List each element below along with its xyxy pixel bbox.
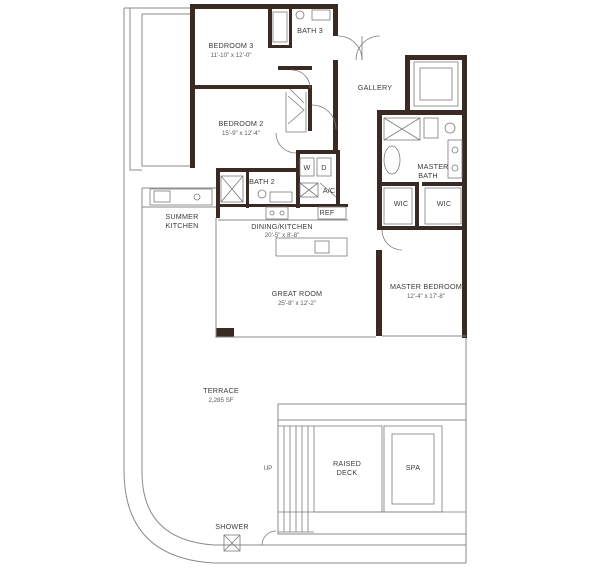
great-room-label: GREAT ROOM bbox=[272, 289, 322, 298]
master-bath-label-1: MASTER bbox=[417, 162, 448, 171]
master-bath-fixtures bbox=[383, 117, 463, 179]
bedroom3-label: BEDROOM 3 bbox=[209, 41, 254, 50]
master-bedroom-dims: 12'-4" x 17'-8" bbox=[407, 293, 445, 300]
terrace-label: TERRACE bbox=[203, 386, 239, 395]
walls bbox=[190, 4, 467, 338]
gallery-label: GALLERY bbox=[358, 83, 392, 92]
dining-kitchen-dims: 20'-5" x 8'-8" bbox=[265, 232, 300, 239]
stairs bbox=[278, 425, 314, 533]
raised-deck-area bbox=[277, 403, 467, 535]
terrace-area: 2,285 SF bbox=[208, 397, 233, 404]
dryer-label: D bbox=[321, 163, 326, 172]
spa-label: SPA bbox=[406, 463, 420, 472]
laundry-fixtures bbox=[299, 157, 337, 198]
bath2-label: BATH 2 bbox=[249, 177, 275, 186]
great-room-dims: 25'-8" x 12'-2" bbox=[278, 300, 316, 307]
bedroom2-closet bbox=[285, 92, 307, 133]
kitchen-appliances bbox=[265, 206, 347, 220]
wic-right-label: WIC bbox=[437, 199, 452, 208]
wic-shelves bbox=[383, 187, 462, 225]
shower-fixture bbox=[223, 534, 241, 552]
bedroom3-dims: 11'-10" x 12'-0" bbox=[210, 52, 251, 59]
bedroom2-label: BEDROOM 2 bbox=[219, 119, 264, 128]
gallery-box bbox=[413, 61, 459, 107]
master-bath-label-2: BATH bbox=[418, 171, 437, 180]
door-swings bbox=[261, 35, 403, 546]
ac-label: A/C bbox=[323, 186, 336, 195]
raised-deck-label-1: RAISED bbox=[333, 459, 361, 468]
terrace-outline bbox=[123, 7, 467, 564]
summer-kitchen-label-1: SUMMER bbox=[165, 212, 198, 221]
bath3-fixtures bbox=[272, 9, 331, 43]
interior-lines bbox=[215, 218, 466, 338]
raised-deck-label-2: DECK bbox=[337, 468, 358, 477]
washer-label: W bbox=[304, 163, 311, 172]
bath2-fixtures bbox=[220, 175, 293, 203]
wic-left-label: WIC bbox=[394, 199, 409, 208]
bedroom2-dims: 15'-9" x 12'-4" bbox=[222, 130, 260, 137]
summer-kitchen-counter bbox=[149, 188, 213, 206]
bath3-label: BATH 3 bbox=[297, 26, 323, 35]
up-label: UP bbox=[264, 465, 273, 472]
shower-label: SHOWER bbox=[215, 522, 249, 531]
dining-kitchen-label: DINING/KITCHEN bbox=[251, 222, 313, 231]
summer-kitchen-label-2: KITCHEN bbox=[166, 221, 199, 230]
master-bedroom-label: MASTER BEDROOM bbox=[390, 282, 462, 291]
ref-label: REF bbox=[320, 208, 335, 217]
